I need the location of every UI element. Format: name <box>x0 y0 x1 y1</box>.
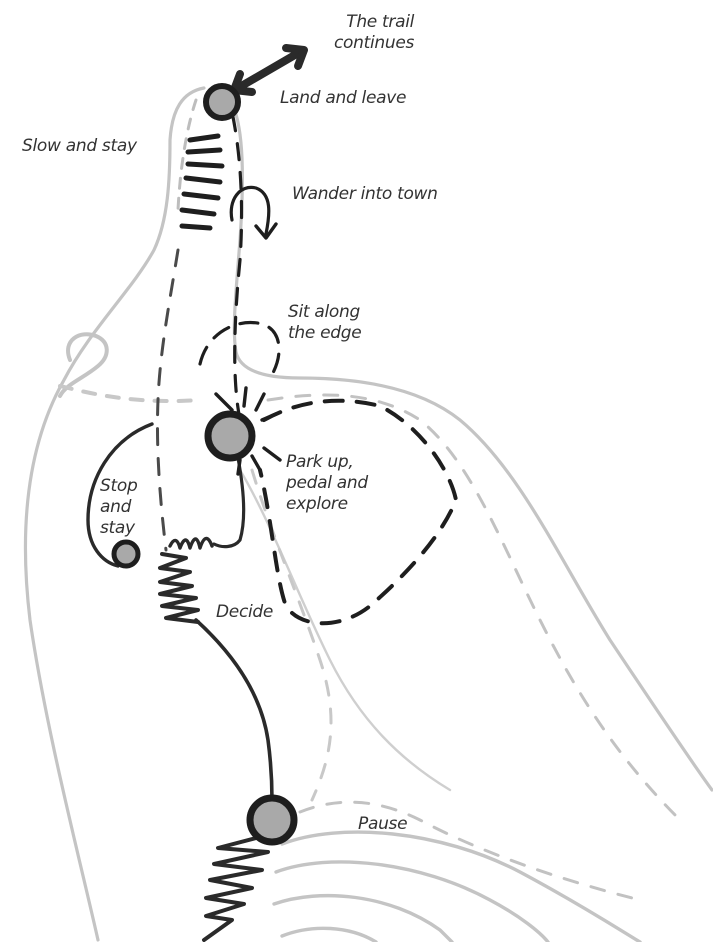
label-park-up-line-3: explore <box>286 494 368 515</box>
label-sit-along-edge-line-1: Sit along <box>288 302 361 323</box>
label-land-and-leave: Land and leave <box>280 88 406 109</box>
decide-coil-small <box>170 538 212 548</box>
peninsula-outline <box>232 104 712 790</box>
label-decide: Decide <box>216 602 273 623</box>
stop-land-and-leave <box>206 86 238 118</box>
label-trail-continues-line-1: The trail <box>322 12 414 33</box>
trail-arrow-shaft <box>238 52 300 88</box>
slow-and-stay-zigzag <box>182 136 222 228</box>
label-stop-and-stay: Stop and stay <box>100 476 137 539</box>
decide-zigzag <box>160 554 198 622</box>
label-stop-and-stay-line-2: and <box>100 497 137 518</box>
inner-outline <box>240 470 450 790</box>
cross-dashed-route <box>60 386 200 401</box>
label-wander-into-town: Wander into town <box>292 184 438 205</box>
label-park-up-line-2: pedal and <box>286 473 368 494</box>
label-pause: Pause <box>358 814 407 835</box>
label-stop-and-stay-line-1: Stop <box>100 476 137 497</box>
pause-coil <box>204 836 268 940</box>
label-slow-and-stay: Slow and stay <box>22 136 137 157</box>
label-stop-and-stay-line-3: stay <box>100 518 137 539</box>
label-park-up: Park up, pedal and explore <box>286 452 368 515</box>
wander-loop-arrow <box>231 187 269 234</box>
label-sit-along-edge-line-2: the edge <box>288 323 361 344</box>
sit-edge-loop <box>200 323 279 378</box>
label-trail-continues-line-2: continues <box>334 33 414 54</box>
main-route <box>196 620 272 800</box>
stop-stop-and-stay <box>114 542 138 566</box>
label-park-up-line-1: Park up, <box>286 452 368 473</box>
stop-park-up <box>208 414 252 458</box>
label-sit-along-edge: Sit along the edge <box>288 302 361 344</box>
stop-pause <box>250 798 294 842</box>
label-trail-continues: The trail continues <box>322 12 414 54</box>
contour-line-4 <box>282 928 376 942</box>
